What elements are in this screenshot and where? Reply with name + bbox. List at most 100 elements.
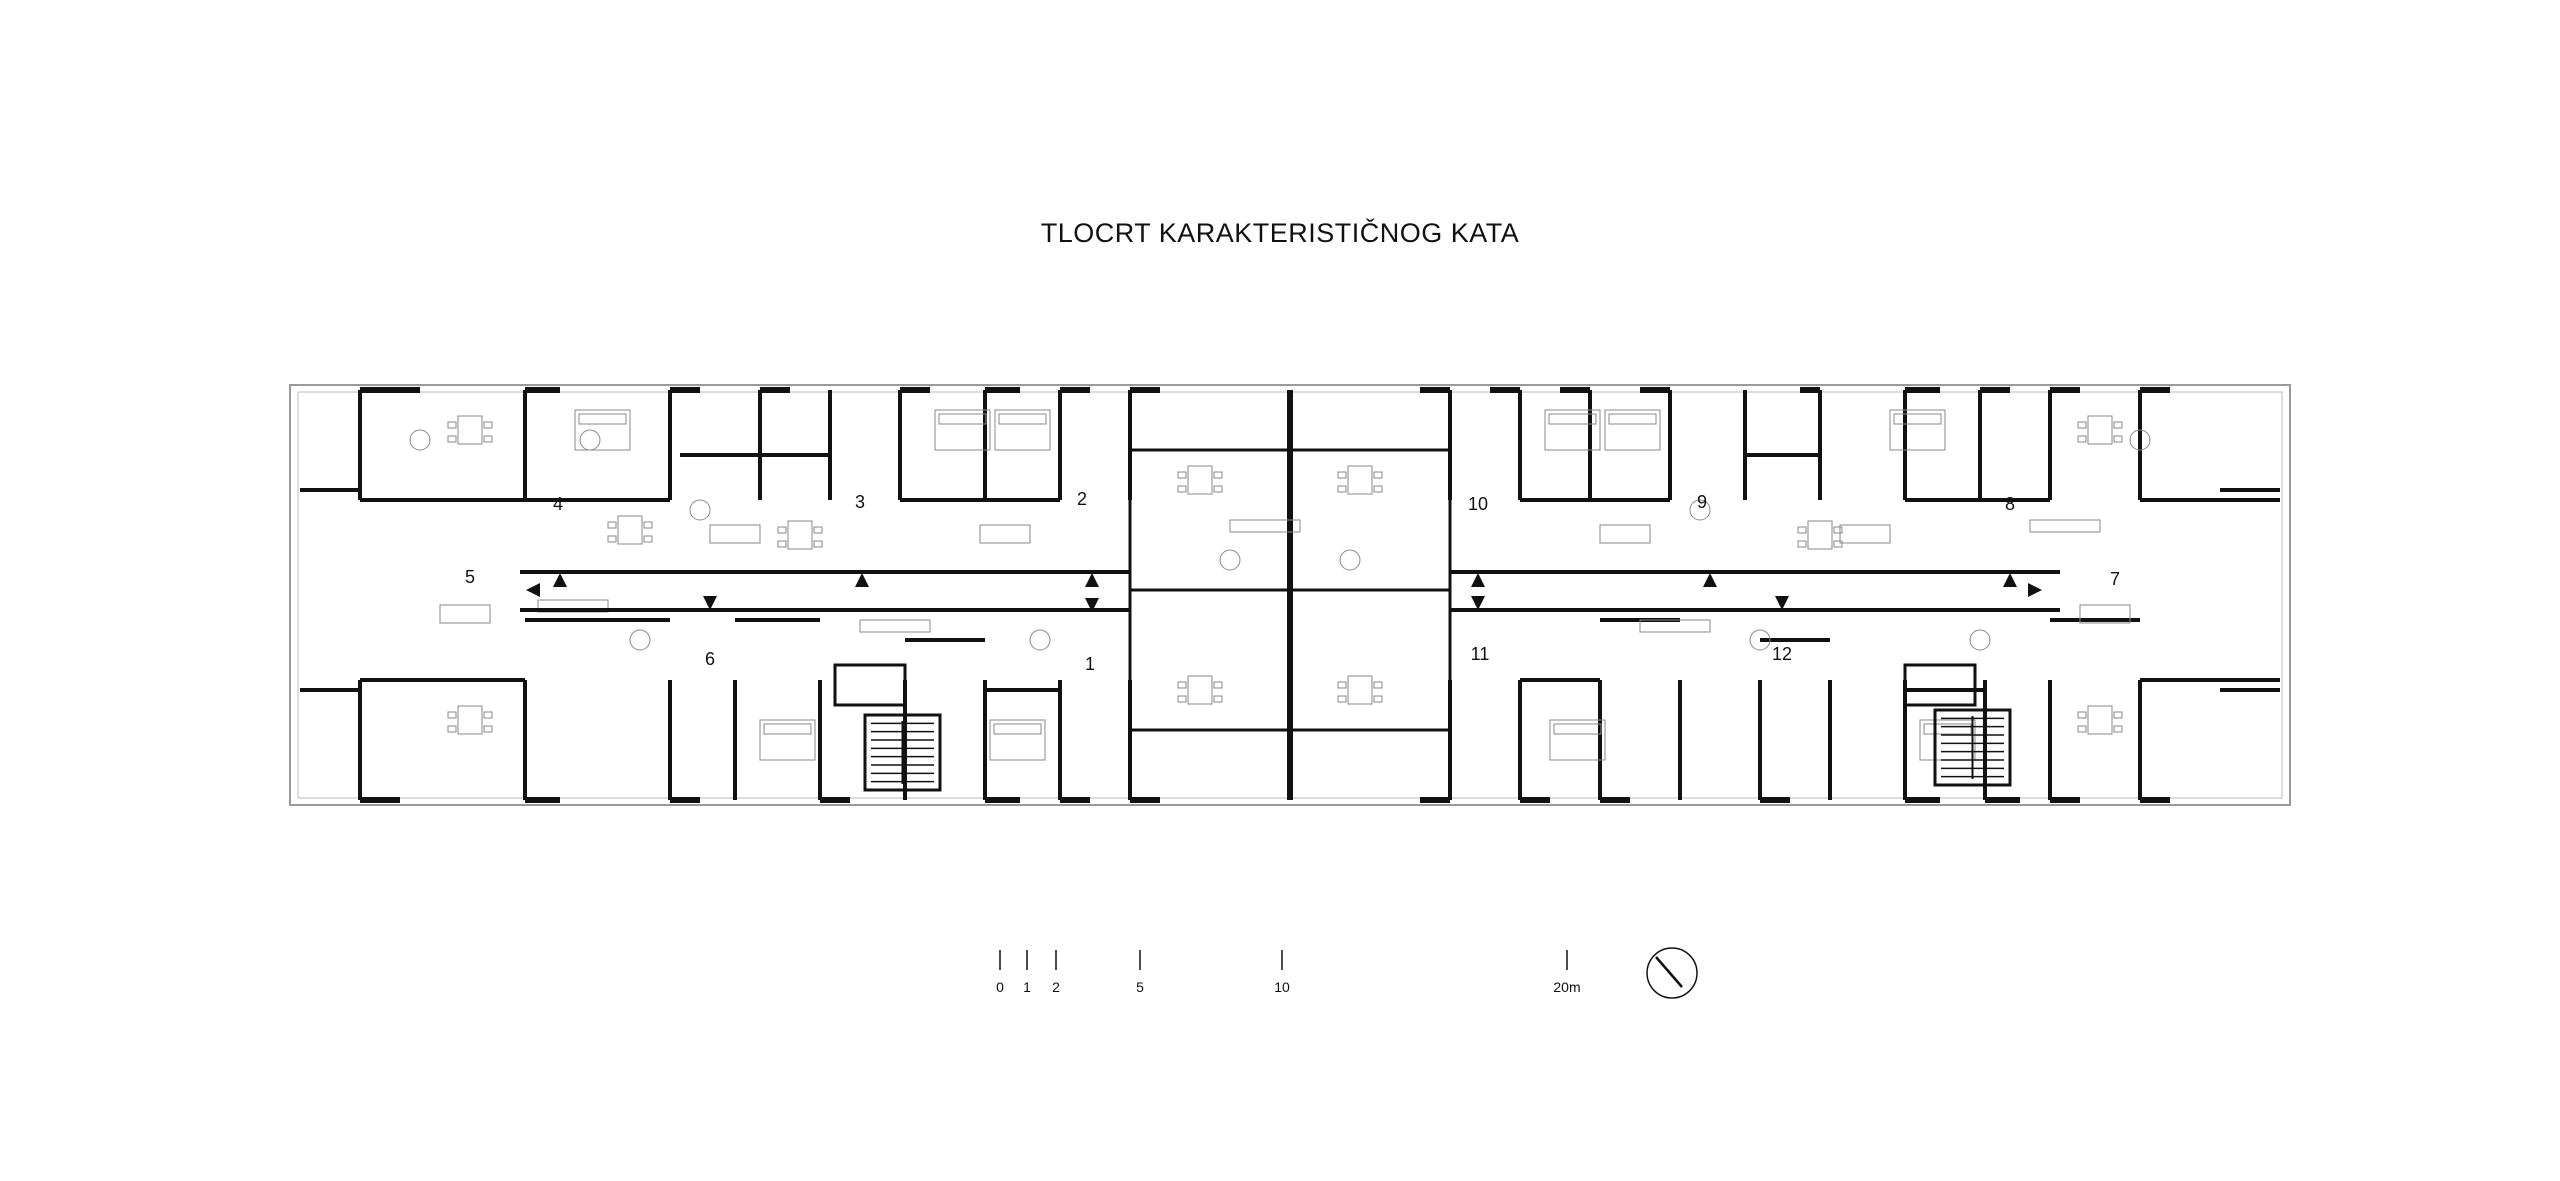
chair	[1213, 485, 1223, 493]
entrance-arrows	[526, 573, 2042, 612]
north-arrow-needle	[1655, 956, 1683, 988]
chair	[1337, 485, 1347, 493]
bed-pillow	[998, 413, 1047, 425]
chair	[643, 521, 653, 529]
bed-pillow	[1608, 413, 1657, 425]
chair	[483, 435, 493, 443]
round-table	[1219, 549, 1241, 571]
entrance-arrow-icon	[553, 573, 567, 587]
chair	[607, 535, 617, 543]
chair	[2113, 725, 2123, 733]
bed	[574, 409, 631, 451]
chair	[1373, 485, 1383, 493]
round-table	[579, 429, 601, 451]
furniture-layer	[409, 409, 2151, 761]
round-table	[1969, 629, 1991, 651]
sofa	[979, 524, 1031, 544]
dining-table	[2087, 705, 2113, 735]
chair	[483, 421, 493, 429]
staircase	[863, 713, 942, 792]
chair	[2077, 711, 2087, 719]
dining-table	[457, 415, 483, 445]
apartment-label-9: 9	[1697, 492, 1707, 512]
bed	[1604, 409, 1661, 451]
elevator-shaft	[833, 663, 907, 707]
bed-pillow	[993, 723, 1042, 735]
sofa	[439, 604, 491, 624]
staircase	[1933, 708, 2012, 787]
chair	[2077, 725, 2087, 733]
bed	[934, 409, 991, 451]
bed-pillow	[1893, 413, 1942, 425]
chair	[1213, 681, 1223, 689]
dining-table	[1347, 675, 1373, 705]
dining-table	[1187, 675, 1213, 705]
round-table	[409, 429, 431, 451]
walls-layer	[300, 387, 2280, 803]
round-table	[1029, 629, 1051, 651]
scale-tick-label: 20m	[1553, 979, 1580, 995]
kitchen-counter	[1229, 519, 1301, 533]
corridor	[520, 570, 2060, 612]
entrance-arrow-icon	[1775, 596, 1789, 610]
chair	[2077, 435, 2087, 443]
sofa	[1839, 524, 1891, 544]
chair	[1337, 681, 1347, 689]
scale-tick-label: 2	[1052, 979, 1060, 995]
bed-pillow	[1923, 723, 1972, 735]
kitchen-counter	[1639, 619, 1711, 633]
dining-table	[1347, 465, 1373, 495]
entrance-arrow-icon	[2003, 573, 2017, 587]
chair	[1797, 526, 1807, 534]
scale-tick-label: 0	[996, 979, 1004, 995]
round-table	[689, 499, 711, 521]
bed-pillow	[938, 413, 987, 425]
chair	[1177, 485, 1187, 493]
scale-tick-label: 1	[1023, 979, 1031, 995]
dining-table	[787, 520, 813, 550]
chair	[1177, 471, 1187, 479]
chair	[447, 711, 457, 719]
building-outline	[289, 384, 2291, 806]
north-arrow-circle	[1646, 947, 1698, 999]
bed	[1889, 409, 1946, 451]
kitchen-counter	[859, 619, 931, 633]
entrance-arrow-icon	[526, 583, 540, 597]
chair	[1797, 540, 1807, 548]
entrance-arrow-icon	[1703, 573, 1717, 587]
page-title: TLOCRT KARAKTERISTIČNOG KATA	[1040, 218, 1520, 248]
chair	[1177, 695, 1187, 703]
dining-table	[2087, 415, 2113, 445]
chair	[2077, 421, 2087, 429]
apartment-label-8: 8	[2005, 494, 2015, 514]
chair	[1373, 681, 1383, 689]
apartment-label-1: 1	[1085, 654, 1095, 674]
chair	[447, 435, 457, 443]
dining-table	[617, 515, 643, 545]
bed	[1544, 409, 1601, 451]
chair	[1833, 526, 1843, 534]
round-table	[1689, 499, 1711, 521]
kitchen-counter	[2029, 519, 2101, 533]
chair	[1337, 695, 1347, 703]
chair	[813, 526, 823, 534]
entrance-arrow-icon	[855, 573, 869, 587]
entrance-arrow-icon	[1085, 598, 1099, 612]
elevator-shaft	[1903, 663, 1977, 707]
apartment-label-6: 6	[705, 649, 715, 669]
entrance-arrow-icon	[1471, 573, 1485, 587]
chair	[1373, 695, 1383, 703]
sofa	[709, 524, 761, 544]
bed	[1549, 719, 1606, 761]
scale-tick-label: 10	[1274, 979, 1290, 995]
apartment-label-11: 11	[1471, 644, 1490, 664]
dining-table	[1807, 520, 1833, 550]
chair	[2113, 711, 2123, 719]
entrance-arrow-icon	[2028, 583, 2042, 597]
chair	[813, 540, 823, 548]
dining-table	[457, 705, 483, 735]
bed	[994, 409, 1051, 451]
